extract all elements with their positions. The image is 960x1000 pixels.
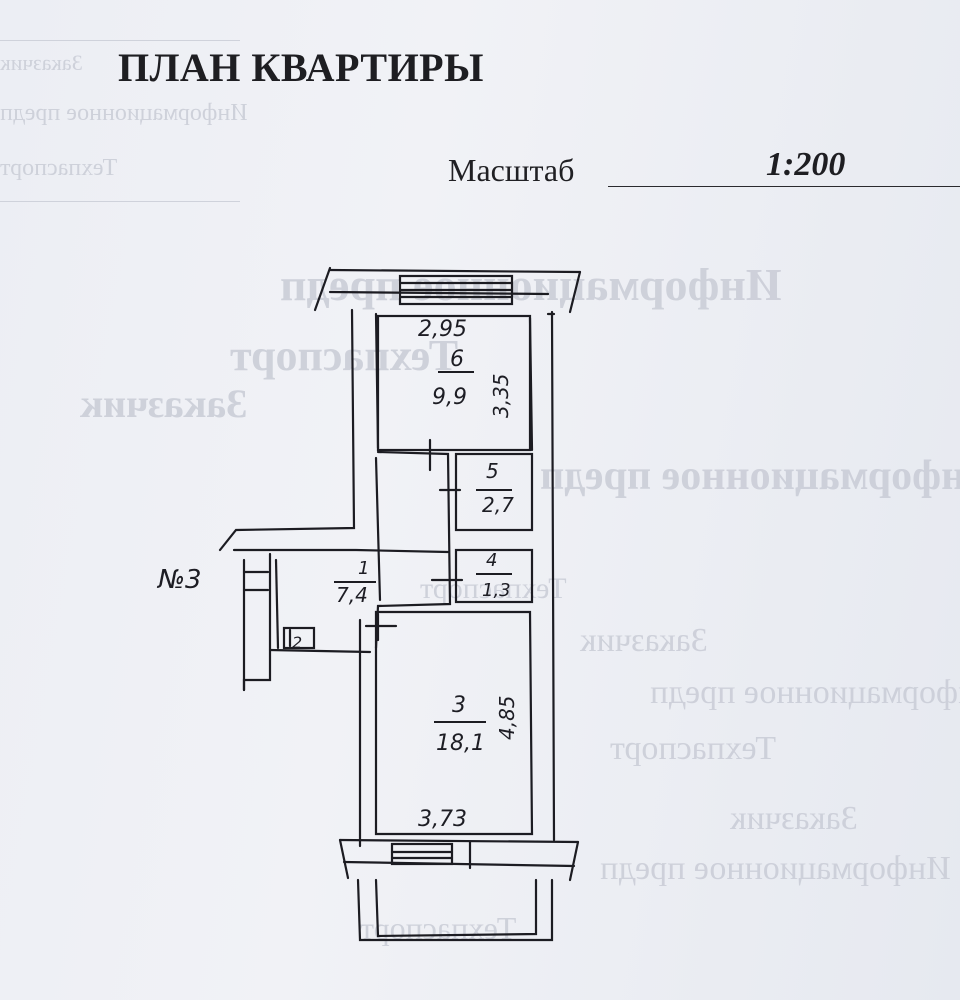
stamp-table-bleed <box>0 40 240 202</box>
room-3-walls <box>374 610 534 836</box>
room2-number: 2 <box>292 633 302 652</box>
top-outer-wall <box>328 268 582 274</box>
top-left-wall-break <box>313 266 332 312</box>
room4-area: 1,3 <box>482 580 511 601</box>
room4-number: 4 <box>486 550 497 571</box>
room-5-walls <box>454 452 534 532</box>
page-title: ПЛАН КВАРТИРЫ <box>118 45 484 90</box>
top-right-wall-break <box>568 270 582 314</box>
entrance-label: №3 <box>156 565 202 595</box>
balcony <box>356 878 554 942</box>
room5-area: 2,7 <box>482 493 514 517</box>
room6-area: 9,9 <box>432 385 467 410</box>
scale-value: 1:200 <box>766 146 846 183</box>
scale-underline <box>608 186 960 187</box>
room5-number: 5 <box>486 459 499 483</box>
bottom-window <box>390 842 454 866</box>
room6-width: 2,95 <box>418 317 467 342</box>
room-4-walls <box>454 548 534 604</box>
room1-number: 1 <box>358 558 369 579</box>
room3-width: 3,73 <box>418 807 467 832</box>
scale-label: Масштаб <box>448 152 575 188</box>
room1-area: 7,4 <box>336 583 368 607</box>
room6-number: 6 <box>450 347 464 372</box>
room-6-walls <box>376 314 532 452</box>
room3-length: 4,85 <box>495 695 519 740</box>
room3-area: 18,1 <box>436 731 485 756</box>
room3-number: 3 <box>452 693 466 718</box>
right-outer-wall <box>550 310 556 842</box>
room-2-fixture <box>282 626 316 650</box>
room6-length: 3,35 <box>489 373 513 418</box>
left-outer-wall <box>218 308 356 552</box>
